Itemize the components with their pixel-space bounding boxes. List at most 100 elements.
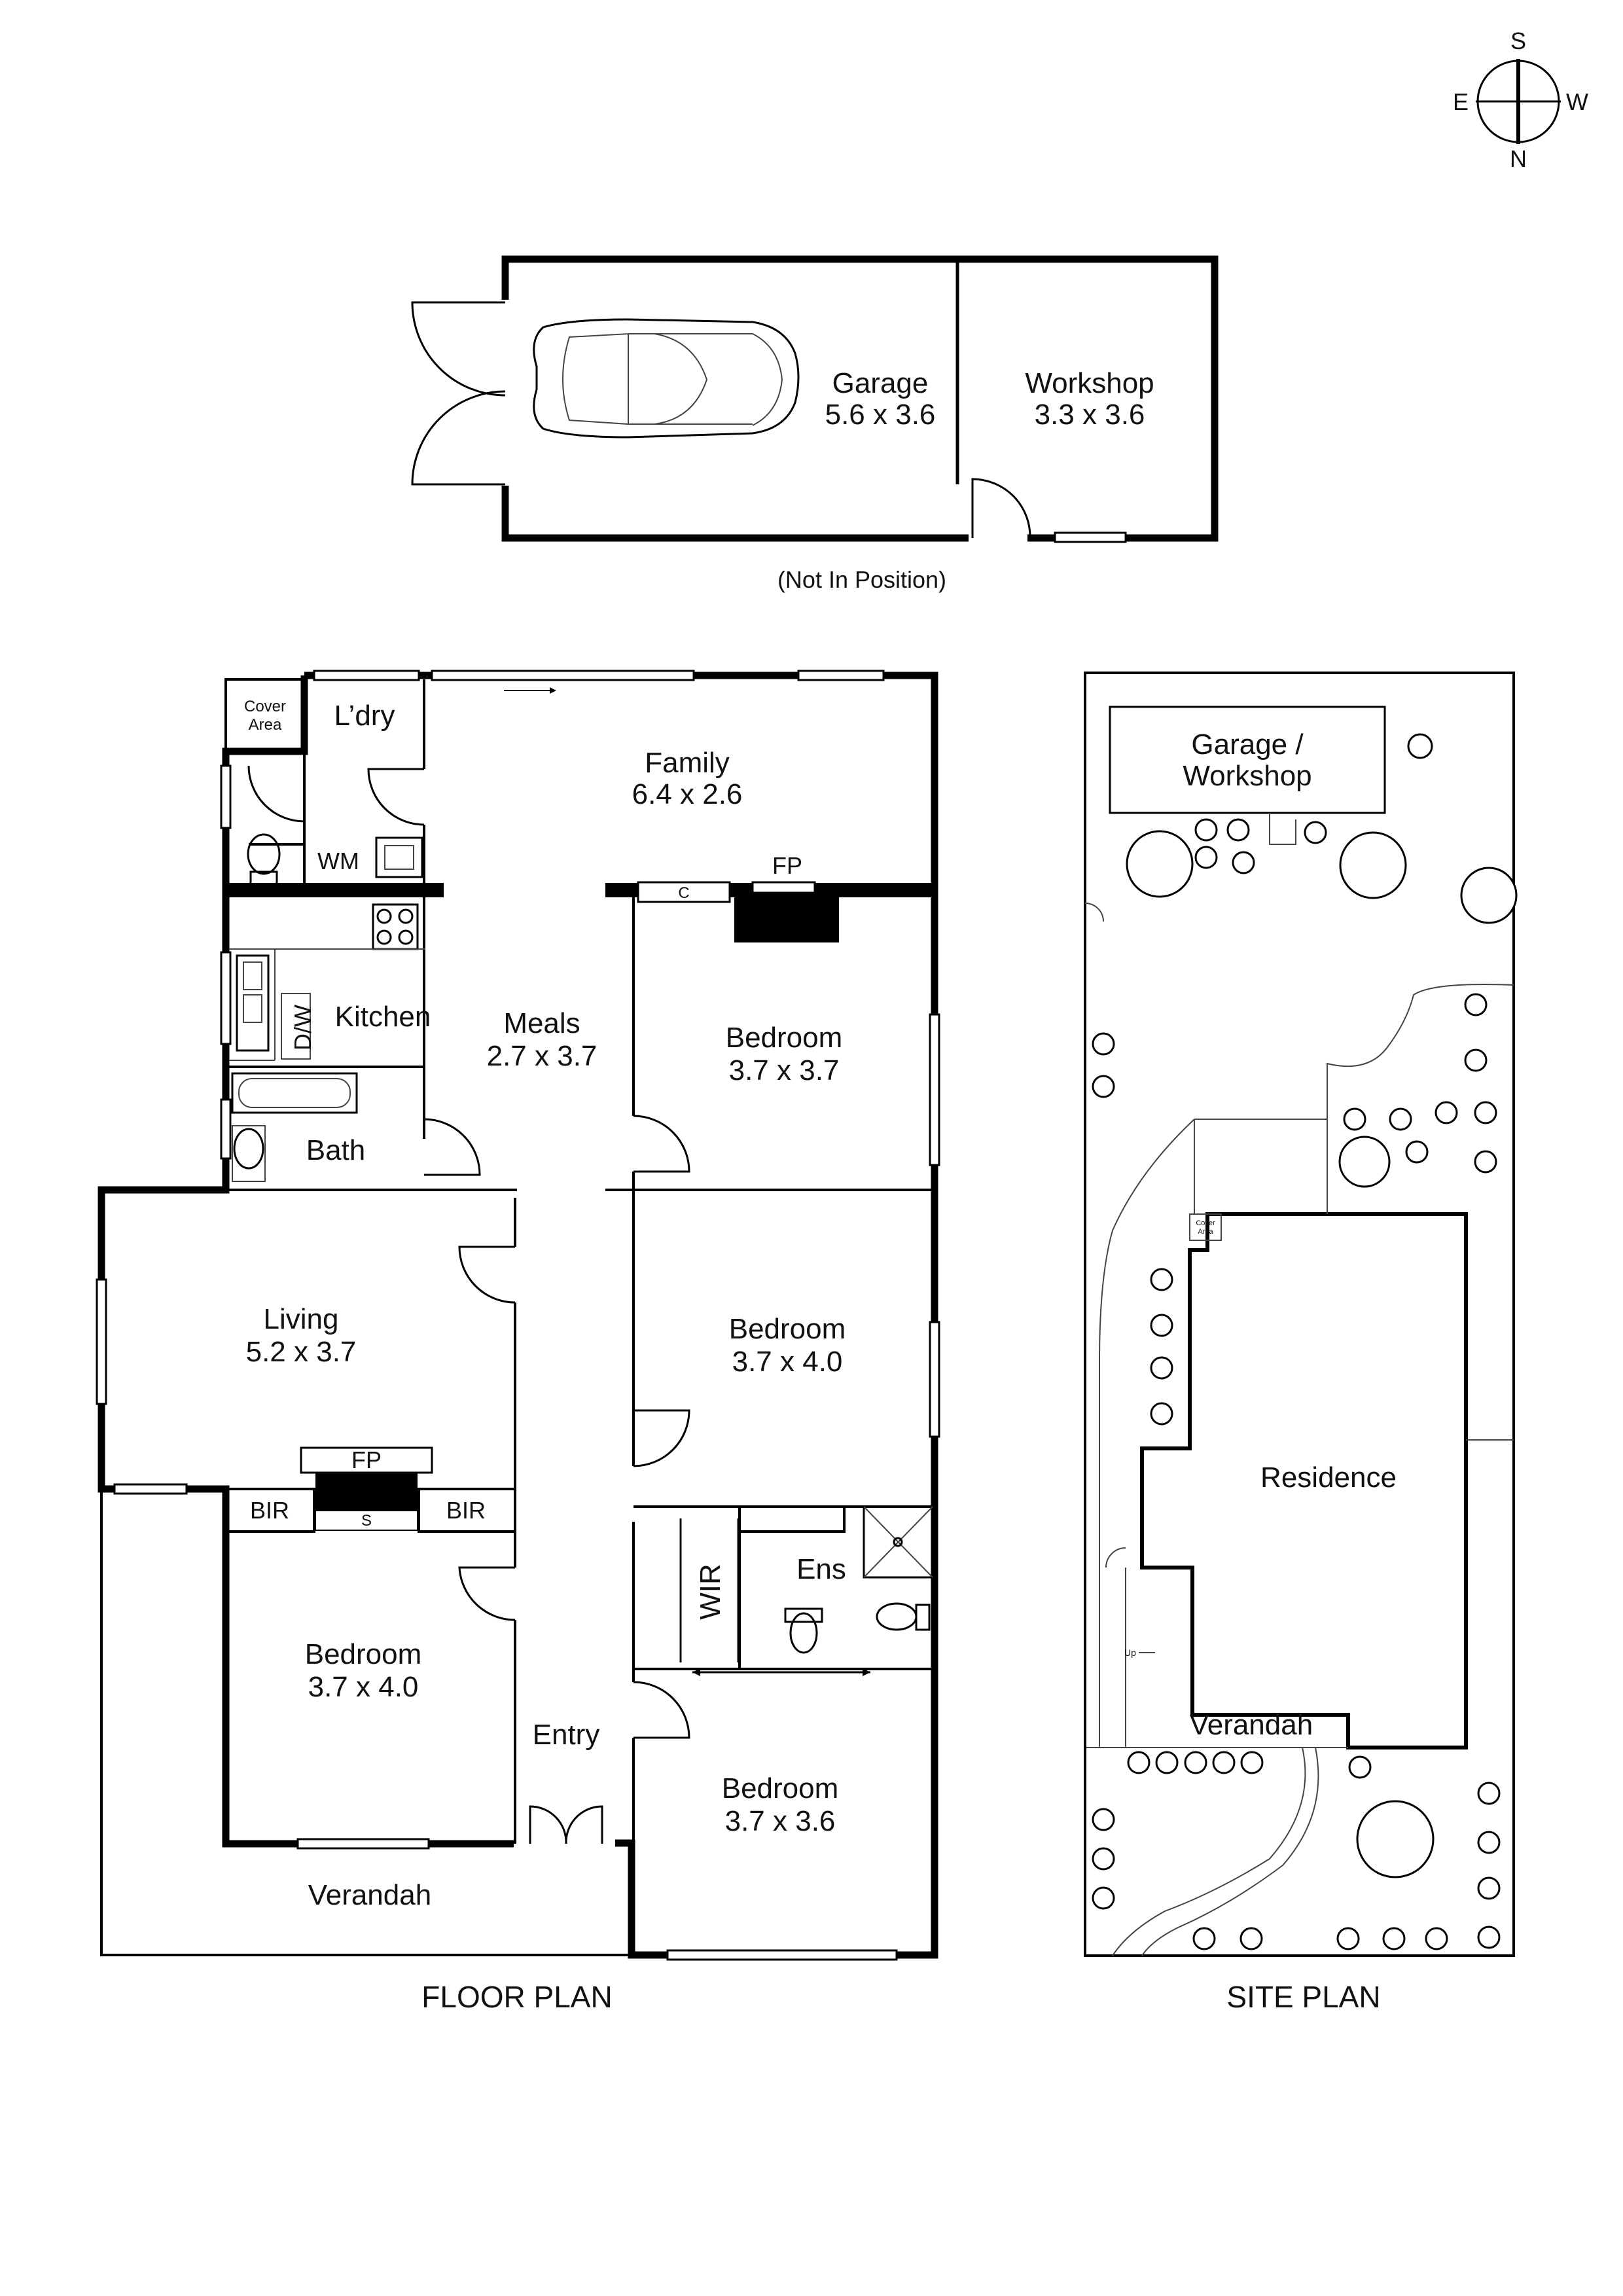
bedroom-4-window	[666, 1949, 898, 1961]
living-window	[96, 1278, 107, 1405]
fp-family-label: FP	[772, 852, 802, 879]
entry-door-swing	[529, 1805, 603, 1844]
bedroom-1-label: Bedroom	[726, 1022, 843, 1054]
workshop-label: Workshop	[1025, 367, 1154, 399]
meals-size: 2.7 x 3.7	[487, 1040, 597, 1072]
front-path	[1112, 1747, 1319, 1956]
compass-south-label: S	[1510, 27, 1526, 54]
workshop-size: 3.3 x 3.6	[1035, 399, 1145, 431]
site-garage-label-1: Garage /	[1191, 728, 1304, 761]
site-side-gate-swing	[1105, 1547, 1126, 1568]
laundry-door-swing	[247, 765, 305, 823]
compass: S N E W	[1453, 27, 1588, 172]
bedroom-2-door-swing	[633, 1409, 690, 1467]
bath-door-swing	[423, 1118, 481, 1176]
bir-left-label: BIR	[250, 1497, 289, 1524]
cover-area-label-1: Cover	[244, 698, 286, 715]
driveway-curve	[1099, 1119, 1195, 1748]
compass-east-label: E	[1453, 88, 1469, 115]
verandah-area-lines	[1086, 1568, 1348, 1748]
site-cover-area-box	[1189, 1213, 1222, 1241]
site-cover-area-label-2: Area	[1198, 1228, 1213, 1236]
bedroom-4-door-swing	[633, 1681, 690, 1739]
laundry-fixtures	[247, 833, 423, 888]
family-size: 6.4 x 2.6	[632, 778, 743, 810]
floor-plan: Cover Area L’dry WM Family 6.4 x 2.6 FP …	[96, 670, 940, 2014]
ensuite-fixtures	[784, 1505, 934, 1654]
garage-step	[1269, 813, 1296, 845]
bir-walls	[224, 1489, 515, 1533]
site-garage-box	[1109, 706, 1386, 814]
wm-label: WM	[317, 848, 359, 874]
entry-label: Entry	[533, 1719, 600, 1751]
residence-label: Residence	[1260, 1462, 1397, 1494]
ens-label: Ens	[796, 1553, 846, 1585]
fireplace-hearth	[751, 881, 816, 894]
workshop-window	[1054, 531, 1127, 543]
living-south-window	[113, 1483, 188, 1495]
residence-outline	[1140, 1212, 1468, 1749]
compass-west-label: W	[1566, 88, 1588, 115]
site-plan: Garage / Workshop Cover Area Residence V…	[1084, 672, 1518, 2014]
bir-right-label: BIR	[446, 1497, 486, 1524]
floor-plan-title: FLOOR PLAN	[421, 1980, 612, 2014]
bedroom-2-window	[929, 1321, 940, 1438]
cover-laundry-wall	[249, 751, 306, 890]
living-fireplace	[315, 1471, 418, 1510]
kitchen-fixtures	[229, 903, 425, 1061]
c-label: C	[678, 884, 689, 902]
garage-label: Garage	[832, 367, 929, 399]
bedroom-1-window	[929, 1013, 940, 1166]
bedroom-3-size: 3.7 x 4.0	[308, 1671, 419, 1703]
cover-area-box	[224, 678, 306, 753]
living-label: Living	[264, 1303, 339, 1335]
family-label: Family	[645, 747, 730, 779]
bath-window	[220, 1098, 232, 1160]
s-label: S	[361, 1512, 372, 1530]
garage-plan: Garage 5.6 x 3.6 Workshop 3.3 x 3.6 (Not…	[411, 255, 1219, 593]
bedroom-3-window	[296, 1838, 430, 1850]
compass-north-label: N	[1510, 145, 1527, 172]
shelf-s	[315, 1510, 418, 1531]
garden-bed-outline	[1194, 984, 1514, 1214]
garage-door-left-swing	[411, 301, 506, 397]
site-gate-swing	[1084, 903, 1104, 922]
bedroom-3-label: Bedroom	[305, 1638, 422, 1670]
site-plan-title: SITE PLAN	[1226, 1980, 1380, 2014]
kitchen-window	[220, 951, 232, 1045]
up-label: Up	[1124, 1647, 1136, 1658]
garage-size: 5.6 x 3.6	[825, 399, 936, 431]
bedroom-2-label: Bedroom	[729, 1313, 846, 1345]
family-fireplace	[734, 891, 839, 942]
living-size: 5.2 x 3.7	[246, 1336, 357, 1368]
site-garage-label-2: Workshop	[1183, 760, 1311, 792]
cupboard-c	[637, 881, 731, 903]
workshop-door-swing	[971, 478, 1031, 539]
site-verandah-label: Verandah	[1190, 1709, 1313, 1741]
site-cover-area-label-1: Cover	[1196, 1219, 1215, 1227]
fp-living-label: FP	[351, 1446, 382, 1473]
wir-label: WIR	[694, 1564, 726, 1620]
laundry-label: L’dry	[334, 700, 395, 732]
living-door-swing	[458, 1246, 516, 1304]
verandah-outline	[100, 1492, 632, 1956]
bedroom-1-size: 3.7 x 3.7	[729, 1054, 840, 1086]
laundry-inner-door-swing	[367, 768, 425, 826]
wir-ensuite-wall	[738, 1507, 846, 1669]
bedroom-2-size: 3.7 x 4.0	[732, 1346, 843, 1378]
workshop-door-opening	[969, 531, 1027, 543]
bath-label: Bath	[306, 1134, 366, 1166]
garage-door-right-swing	[411, 390, 506, 486]
bedroom-1-door-swing	[633, 1115, 690, 1173]
site-boundary	[1084, 672, 1515, 1957]
garage-door-opening	[500, 300, 512, 486]
wir-fixtures	[679, 1518, 870, 1676]
meals-label: Meals	[503, 1007, 580, 1039]
bedroom-3-door-swing	[458, 1566, 516, 1621]
family-windows	[313, 670, 885, 694]
bedroom-4-label: Bedroom	[722, 1772, 839, 1804]
cover-area-label-2: Area	[249, 716, 282, 734]
bedroom-4-size: 3.7 x 3.6	[725, 1805, 836, 1837]
kitchen-label: Kitchen	[335, 1001, 431, 1033]
